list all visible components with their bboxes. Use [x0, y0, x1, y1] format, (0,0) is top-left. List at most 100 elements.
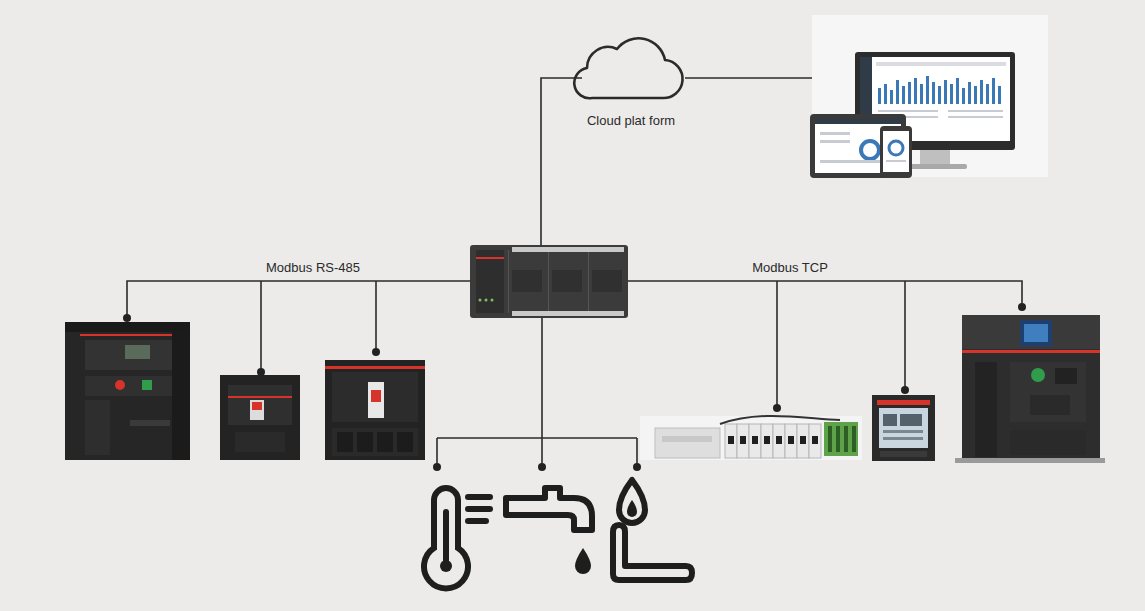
din-rail-devices — [788, 436, 794, 444]
moulded-case-breaker — [357, 432, 373, 452]
power-meter — [900, 414, 922, 426]
power-meter — [883, 430, 923, 433]
din-rail-devices — [773, 424, 785, 458]
din-rail-devices — [725, 424, 737, 458]
air-circuit-breaker — [85, 400, 110, 455]
air-circuit-breaker — [975, 362, 997, 457]
moulded-case-breaker — [371, 390, 381, 402]
air-circuit-breaker — [125, 345, 150, 359]
bus-wire — [127, 281, 470, 318]
dashboard-screens — [884, 84, 887, 104]
dashboard-screens — [944, 80, 947, 104]
dashboard-screens — [938, 86, 941, 104]
air-circuit-breaker — [85, 376, 173, 396]
din-rail-devices — [852, 426, 856, 452]
moulded-case-breaker — [228, 396, 292, 398]
moulded-case-breaker — [337, 432, 353, 452]
din-rail-devices — [749, 424, 761, 458]
dashboard-screens — [878, 110, 938, 112]
controller-device — [491, 299, 494, 302]
dashboard-screens — [950, 84, 953, 104]
bus-wire — [628, 281, 1022, 307]
air-circuit-breaker — [85, 340, 173, 370]
bus-wire — [541, 78, 582, 245]
dashboard-screens — [820, 132, 850, 135]
controller-device — [485, 299, 488, 302]
wire-dot — [773, 404, 781, 412]
dashboard-screens — [878, 88, 881, 104]
bus-label: Modbus RS-485 — [266, 260, 360, 275]
air-circuit-breaker — [1024, 324, 1048, 342]
din-rail-devices — [785, 424, 797, 458]
dashboard-screens — [962, 88, 965, 104]
air-circuit-breaker — [955, 458, 1105, 463]
wire-dot — [257, 368, 265, 376]
din-rail-devices — [737, 424, 749, 458]
dashboard-screens — [902, 86, 905, 104]
controller-device — [552, 270, 582, 292]
dashboard-screens — [903, 164, 967, 169]
power-meter — [879, 408, 928, 448]
din-rail-devices — [752, 436, 758, 444]
dashboard-screens — [926, 76, 929, 104]
controller-device — [476, 257, 504, 259]
wire-dot — [1018, 303, 1026, 311]
temperature-icon — [440, 560, 452, 572]
air-circuit-breaker — [65, 322, 190, 332]
din-rail-devices — [728, 436, 734, 444]
air-circuit-breaker — [1031, 368, 1045, 382]
dashboard-screens — [876, 62, 1006, 66]
water-icon — [575, 548, 591, 574]
din-rail-devices — [728, 436, 818, 444]
din-rail-devices — [809, 424, 821, 458]
moulded-case-breaker — [325, 366, 425, 369]
bus-wire — [375, 281, 377, 352]
moulded-case-breaker — [332, 428, 418, 456]
bus-wire — [776, 281, 778, 408]
dashboard-screens — [861, 141, 879, 159]
wire-dot — [538, 463, 546, 471]
moulded-case-breaker — [235, 432, 285, 452]
moulded-case-breaker — [368, 382, 384, 418]
air-circuit-breaker — [115, 380, 125, 390]
controller-device — [479, 299, 482, 302]
wire-dot — [123, 74, 1026, 471]
temperature-icon — [424, 488, 468, 588]
dashboard-screens — [948, 116, 1003, 118]
controller-device — [512, 247, 624, 316]
din-rail-devices — [655, 428, 720, 458]
power-meter — [883, 414, 897, 426]
controller-device — [512, 311, 624, 316]
power-meter — [872, 395, 935, 461]
dashboard-screens — [810, 15, 1048, 178]
controller-device — [512, 247, 624, 252]
moulded-case-breaker — [377, 432, 393, 452]
din-rail-devices — [824, 422, 858, 456]
wire-dot — [633, 463, 641, 471]
dashboard-screens — [920, 84, 923, 104]
air-circuit-breaker — [65, 322, 190, 460]
gas-icon — [613, 525, 692, 580]
dashboard-screens — [932, 82, 935, 104]
dashboard-screens — [980, 80, 983, 104]
air-circuit-breaker — [962, 350, 1100, 353]
din-rail-devices — [740, 436, 746, 444]
controller-device — [588, 250, 589, 313]
dashboard-screens — [956, 78, 959, 104]
wire-dot — [433, 463, 441, 471]
din-rail-devices — [776, 436, 782, 444]
din-rail-devices — [800, 436, 806, 444]
dashboard-screens — [820, 140, 850, 143]
water-icon — [506, 488, 592, 574]
controller-device — [479, 299, 494, 302]
air-circuit-breaker — [1030, 395, 1070, 415]
din-rail-devices — [720, 416, 840, 424]
air-circuit-breaker — [955, 315, 1105, 463]
gas-icon — [613, 480, 692, 580]
din-rail-devices — [761, 424, 773, 458]
temperature-icon — [443, 512, 449, 560]
air-circuit-breaker — [1055, 368, 1077, 384]
din-rail-devices — [797, 424, 809, 458]
